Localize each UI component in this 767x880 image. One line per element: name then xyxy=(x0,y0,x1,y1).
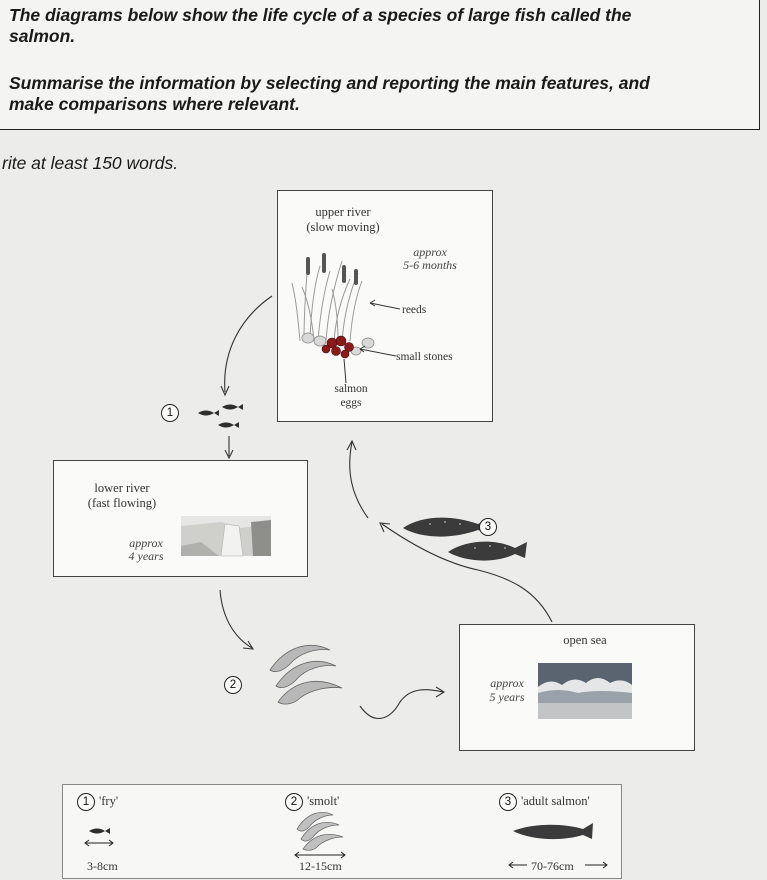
sea-image xyxy=(538,663,632,719)
upper-river-duration: 5-6 months xyxy=(403,258,457,272)
stones xyxy=(301,332,375,356)
legend-smolt-label: 'smolt' xyxy=(307,794,340,808)
open-sea-duration: 5 years xyxy=(489,690,525,704)
legend-smolt-number: 2 xyxy=(285,793,303,811)
upper-river-subtitle: (slow moving) xyxy=(306,220,380,234)
legend-adult-size: 70-76cm xyxy=(531,859,574,873)
task-line-3: Summarise the information by selecting a… xyxy=(9,73,650,93)
legend-adult-number: 3 xyxy=(499,793,517,811)
adult-salmon-icon xyxy=(403,517,527,561)
fry-fish-icon xyxy=(198,404,243,428)
legend-fry-icon xyxy=(89,828,110,834)
egg-cluster-icon xyxy=(321,335,354,359)
waterfall-image xyxy=(181,516,271,557)
legend-box: 1 'fry' 3-8cm 2 'smolt' 12-15cm 3 'adult… xyxy=(62,784,622,879)
salmon-eggs-label: salmon xyxy=(334,383,368,395)
arrow-sea-to-adult xyxy=(381,523,553,623)
reed-heads xyxy=(306,253,358,285)
legend-fry-scale xyxy=(84,839,114,847)
lower-river-subtitle: (fast flowing) xyxy=(87,496,157,510)
legend-fry-label: 'fry' xyxy=(99,794,119,808)
salmon-eggs-label-2: eggs xyxy=(340,397,362,409)
legend-adult-scale xyxy=(508,861,608,869)
upper-river-duration-approx: approx xyxy=(413,245,447,259)
lower-river-panel: lower river (fast flowing) approx 4 year… xyxy=(53,460,308,577)
task-line-2: salmon. xyxy=(9,26,76,46)
legend-illustrations xyxy=(84,812,608,869)
upper-river-panel: upper river (slow moving) approx 5-6 mon… xyxy=(277,190,493,422)
open-sea-title: open sea xyxy=(563,633,607,647)
lower-river-duration-approx: approx xyxy=(129,536,163,550)
fry-marker: 1 xyxy=(161,404,179,422)
task-prompt-box: The diagrams below show the life cycle o… xyxy=(0,0,760,130)
adult-marker: 3 xyxy=(479,518,497,536)
lower-river-duration: 4 years xyxy=(128,549,164,563)
legend-adult-label: 'adult salmon' xyxy=(521,794,590,808)
arrow-upper-to-fry xyxy=(224,295,273,393)
smolt-fish-icon xyxy=(269,645,343,705)
legend-smolt-scale xyxy=(294,851,346,859)
small-stones-label: small stones xyxy=(396,351,453,363)
legend-fry-number: 1 xyxy=(77,793,95,811)
upper-river-title: upper river xyxy=(315,205,371,219)
legend-fry-size: 3-8cm xyxy=(87,859,118,873)
legend-smolt-icon xyxy=(296,812,344,851)
reeds-label: reeds xyxy=(402,304,427,316)
arrow-lower-to-smolt xyxy=(219,589,253,649)
word-count-instruction: rite at least 150 words. xyxy=(2,153,179,173)
arrow-smolt-to-sea xyxy=(359,689,444,719)
lower-river-title: lower river xyxy=(94,481,150,495)
arrow-adult-to-upper xyxy=(349,441,369,519)
task-line-1: The diagrams below show the life cycle o… xyxy=(9,5,632,25)
legend-smolt-size: 12-15cm xyxy=(299,859,342,873)
open-sea-panel: open sea approx 5 years xyxy=(459,624,695,751)
reeds-and-eggs-illustration xyxy=(291,253,401,384)
smolt-marker: 2 xyxy=(224,676,242,694)
task-line-4: make comparisons where relevant. xyxy=(9,94,300,114)
legend-adult-icon xyxy=(513,823,593,840)
open-sea-duration-approx: approx xyxy=(490,676,524,690)
